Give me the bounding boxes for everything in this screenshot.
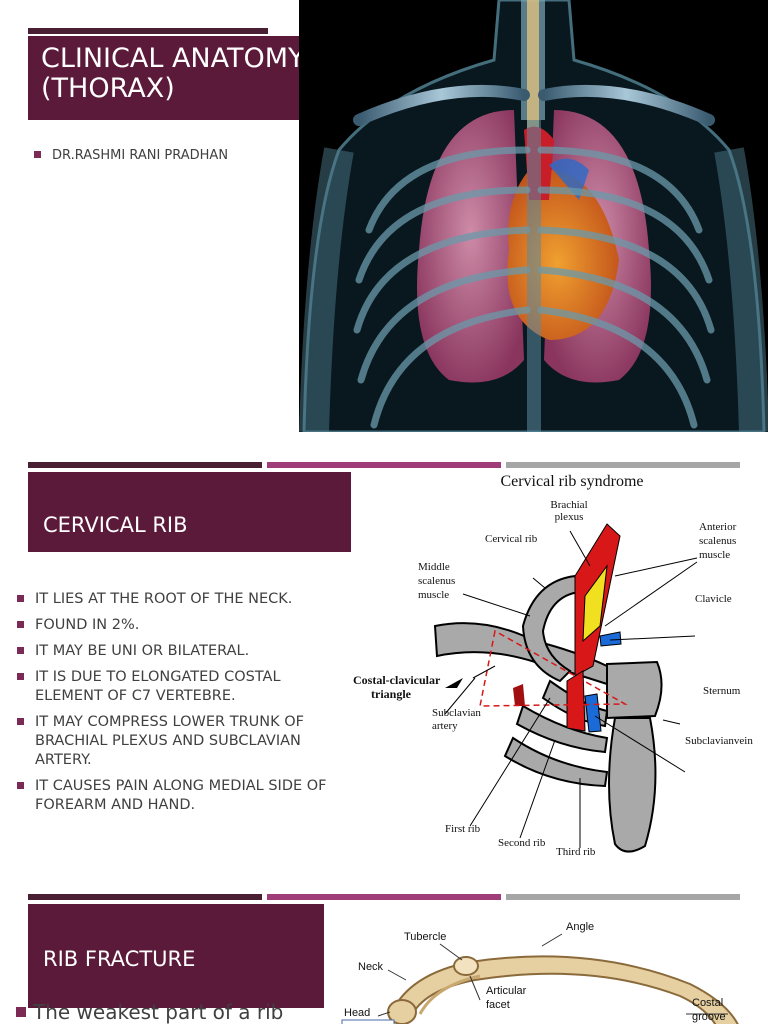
label-middle-scalenus: Middle (418, 561, 450, 573)
accent-bar-magenta (267, 894, 501, 900)
label-anterior-scalenus: Anterior (699, 521, 737, 533)
label-middle-scalenus-2: scalenus (418, 575, 455, 587)
label-costal-groove: Costal (692, 997, 723, 1009)
label-brachial-plexus-2: plexus (555, 511, 584, 523)
label-cervical-rib: Cervical rib (485, 533, 538, 545)
slide-rib-fracture: RIB FRACTURE The weakest part of a rib (0, 880, 768, 1024)
accent-bar-dark (28, 462, 262, 468)
label-first-rib: First rib (445, 823, 481, 835)
slide-title-text: RIB FRACTURE (43, 947, 196, 971)
label-sternum: Sternum (703, 685, 741, 697)
list-item: IT IS DUE TO ELONGATED COSTAL ELEMENT OF… (16, 668, 336, 706)
label-brachial-plexus: Brachial (550, 499, 587, 511)
author-name: DR.RASHMI RANI PRADHAN (52, 148, 229, 163)
bullet-list: IT LIES AT THE ROOT OF THE NECK. FOUND I… (16, 590, 336, 822)
label-second-rib: Second rib (498, 837, 546, 849)
slide-title: CLINICAL ANATOMY (THORAX) DR.RASHMI RANI… (0, 0, 768, 432)
label-subclavian-artery-2: artery (432, 720, 458, 732)
label-costal-triangle: Costal-clavicular (353, 673, 441, 687)
accent-bar-magenta (267, 462, 501, 468)
rib-anatomy-diagram: Tubercle Angle Neck Articular facet Head… (330, 904, 764, 1024)
list-item: FOUND IN 2%. (16, 616, 336, 635)
slide-title-text: CLINICAL ANATOMY (THORAX) (41, 44, 305, 104)
list-item: IT MAY BE UNI OR BILATERAL. (16, 642, 336, 661)
label-anterior-scalenus-3: muscle (699, 549, 730, 561)
label-neck: Neck (358, 961, 384, 973)
bullet-icon (34, 151, 41, 158)
label-anterior-scalenus-2: scalenus (699, 535, 736, 547)
label-angle: Angle (566, 921, 594, 933)
label-articular-facet: Articular (486, 985, 527, 997)
title-box (28, 36, 300, 120)
bullet-icon (17, 718, 24, 725)
accent-bar (28, 28, 268, 34)
label-head: Head (344, 1007, 370, 1019)
label-articular-facet-2: facet (486, 999, 510, 1011)
slide-cervical-rib: CERVICAL RIB IT LIES AT THE ROOT OF THE … (0, 432, 768, 880)
cervical-rib-diagram: Cervical rib syndrome (345, 466, 765, 866)
title-box (28, 472, 351, 552)
bullet-icon (17, 595, 24, 602)
author-line: DR.RASHMI RANI PRADHAN (34, 148, 228, 163)
diagram-title: Cervical rib syndrome (500, 473, 643, 490)
label-clavicle: Clavicle (695, 593, 732, 605)
bullet-icon (16, 1007, 26, 1017)
accent-bar-grey (506, 894, 740, 900)
accent-bar-dark (28, 894, 262, 900)
thorax-illustration (299, 0, 768, 432)
bullet-icon (17, 621, 24, 628)
list-item: IT LIES AT THE ROOT OF THE NECK. (16, 590, 336, 609)
slide-title-text: CERVICAL RIB (43, 513, 188, 537)
label-costal-triangle-2: triangle (371, 687, 412, 701)
label-third-rib: Third rib (556, 846, 596, 858)
list-item: IT MAY COMPRESS LOWER TRUNK OF BRACHIAL … (16, 713, 336, 770)
label-middle-scalenus-3: muscle (418, 589, 449, 601)
title-line-1: CLINICAL ANATOMY (41, 43, 305, 74)
bullet-icon (17, 673, 24, 680)
bullet-icon (17, 647, 24, 654)
label-subclavian-artery: Subclavian (432, 707, 481, 719)
title-box (28, 904, 324, 1008)
label-tubercle: Tubercle (404, 931, 446, 943)
bullet-icon (17, 782, 24, 789)
accent-bar-grey (506, 462, 740, 468)
list-item: The weakest part of a rib (16, 1000, 283, 1024)
label-subclavian-vein: Subclavianvein (685, 735, 753, 747)
list-item: IT CAUSES PAIN ALONG MEDIAL SIDE OF FORE… (16, 777, 336, 815)
title-line-2: (THORAX) (41, 73, 175, 104)
label-costal-groove-2: groove (692, 1011, 726, 1023)
